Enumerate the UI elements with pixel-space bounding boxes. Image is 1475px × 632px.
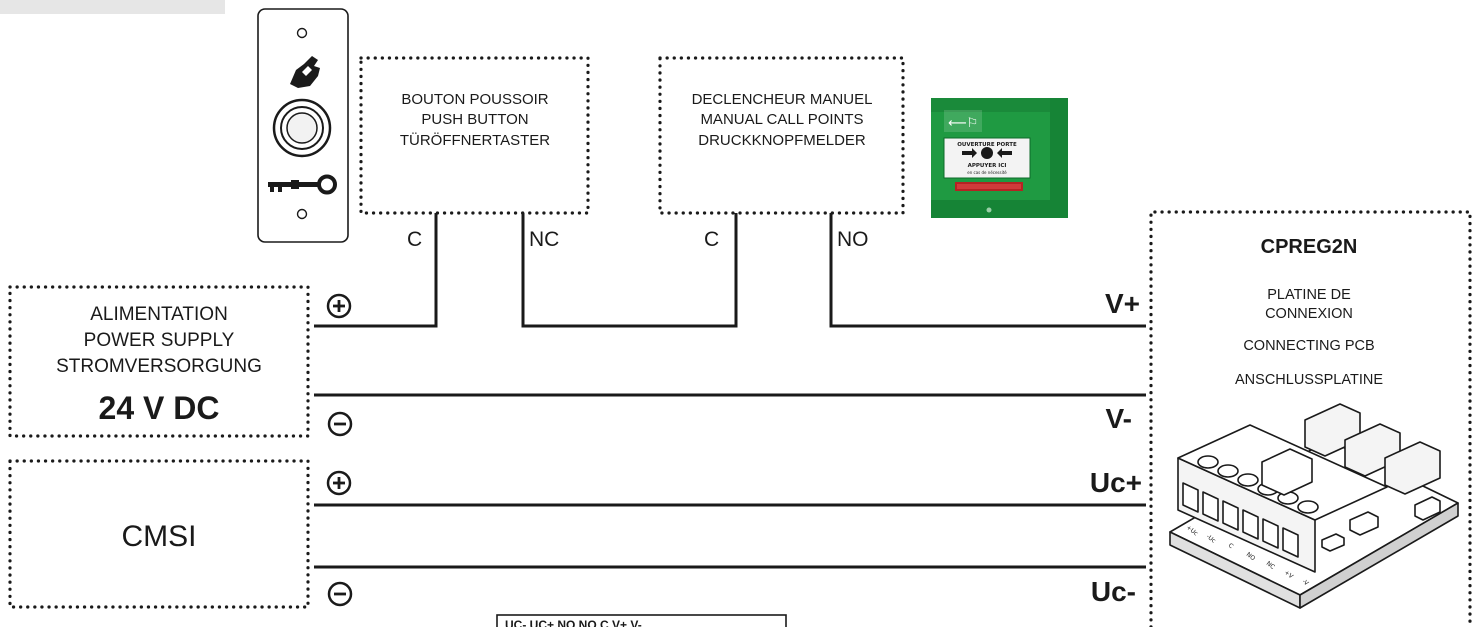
uc-plus-label: Uc+ xyxy=(1090,467,1142,498)
pb-terminal-c: C xyxy=(407,228,422,251)
call-point-label-de: DRUCKKNOPFMELDER xyxy=(698,132,866,149)
pcb-box xyxy=(1149,210,1472,629)
terminal-label: +V xyxy=(1283,569,1295,581)
wires xyxy=(314,213,1146,569)
push-button-label-de: TÜRÖFFNERTASTER xyxy=(400,131,550,149)
push-button-plate-icon xyxy=(257,8,349,243)
cp-terminal-no: NO xyxy=(837,228,869,251)
pcb-label-de: ANSCHLUSSPLATINE xyxy=(1235,372,1383,388)
svg-text:APPUYER ICI: APPUYER ICI xyxy=(968,163,1007,169)
manual-call-point-device-icon: ⟵⚐ OUVERTURE PORTE APPUYER ICI en cas de… xyxy=(931,98,1068,218)
wire-pb-nc-to-cp-c xyxy=(521,213,738,328)
terminal-label: -V xyxy=(1301,578,1311,588)
pb-terminal-nc: NC xyxy=(529,228,559,251)
power-supply-box xyxy=(8,285,310,438)
push-button-label-fr: BOUTON POUSSOIR xyxy=(401,91,548,108)
terminal-label: -Uc xyxy=(1205,533,1217,545)
plus-icon xyxy=(326,293,352,319)
power-supply-label-en: POWER SUPPLY xyxy=(84,330,235,351)
v-plus-label: V+ xyxy=(1105,288,1140,319)
power-supply-label-de: STROMVERSORGUNG xyxy=(56,356,262,377)
top-fragment xyxy=(0,0,225,14)
minus-icon xyxy=(327,581,353,607)
pcb-label-en: CONNECTING PCB xyxy=(1243,338,1374,354)
cmsi-box xyxy=(8,459,310,609)
cp-terminal-c: C xyxy=(704,228,719,251)
power-supply-voltage: 24 V DC xyxy=(99,390,220,426)
pcb-title: CPREG2N xyxy=(1261,236,1358,258)
power-supply-label-fr: ALIMENTATION xyxy=(90,304,228,325)
push-button-box xyxy=(359,56,590,215)
terminal-label: NO xyxy=(1245,551,1257,562)
call-point-box xyxy=(658,56,905,215)
svg-text:⟵⚐: ⟵⚐ xyxy=(948,116,978,131)
call-point-label-fr: DECLENCHEUR MANUEL xyxy=(692,91,873,108)
wire-pb-c xyxy=(314,213,438,328)
terminal-block-pcb-icon xyxy=(1169,403,1459,609)
hand-press-icon xyxy=(290,56,320,88)
minus-icon xyxy=(327,411,353,437)
wire-cp-no-to-vplus xyxy=(829,213,1146,328)
call-point-label-en: MANUAL CALL POINTS xyxy=(700,111,863,128)
bottom-strip-text: UC- UC+ NO NO C V+ V- xyxy=(505,618,642,627)
svg-text:OUVERTURE PORTE: OUVERTURE PORTE xyxy=(957,142,1017,148)
svg-text:en cas de nécessité: en cas de nécessité xyxy=(967,170,1007,175)
v-minus-label: V- xyxy=(1106,403,1132,434)
pcb-label-fr-2: CONNEXION xyxy=(1265,306,1353,322)
pcb-label-fr-1: PLATINE DE xyxy=(1267,287,1351,303)
terminal-label: NC xyxy=(1265,560,1276,571)
push-button-label-en: PUSH BUTTON xyxy=(421,111,528,128)
uc-minus-label: Uc- xyxy=(1091,576,1136,607)
key-icon xyxy=(268,174,337,195)
plus-icon xyxy=(326,470,352,496)
terminal-label: C xyxy=(1227,542,1235,550)
cmsi-label: CMSI xyxy=(122,520,197,553)
